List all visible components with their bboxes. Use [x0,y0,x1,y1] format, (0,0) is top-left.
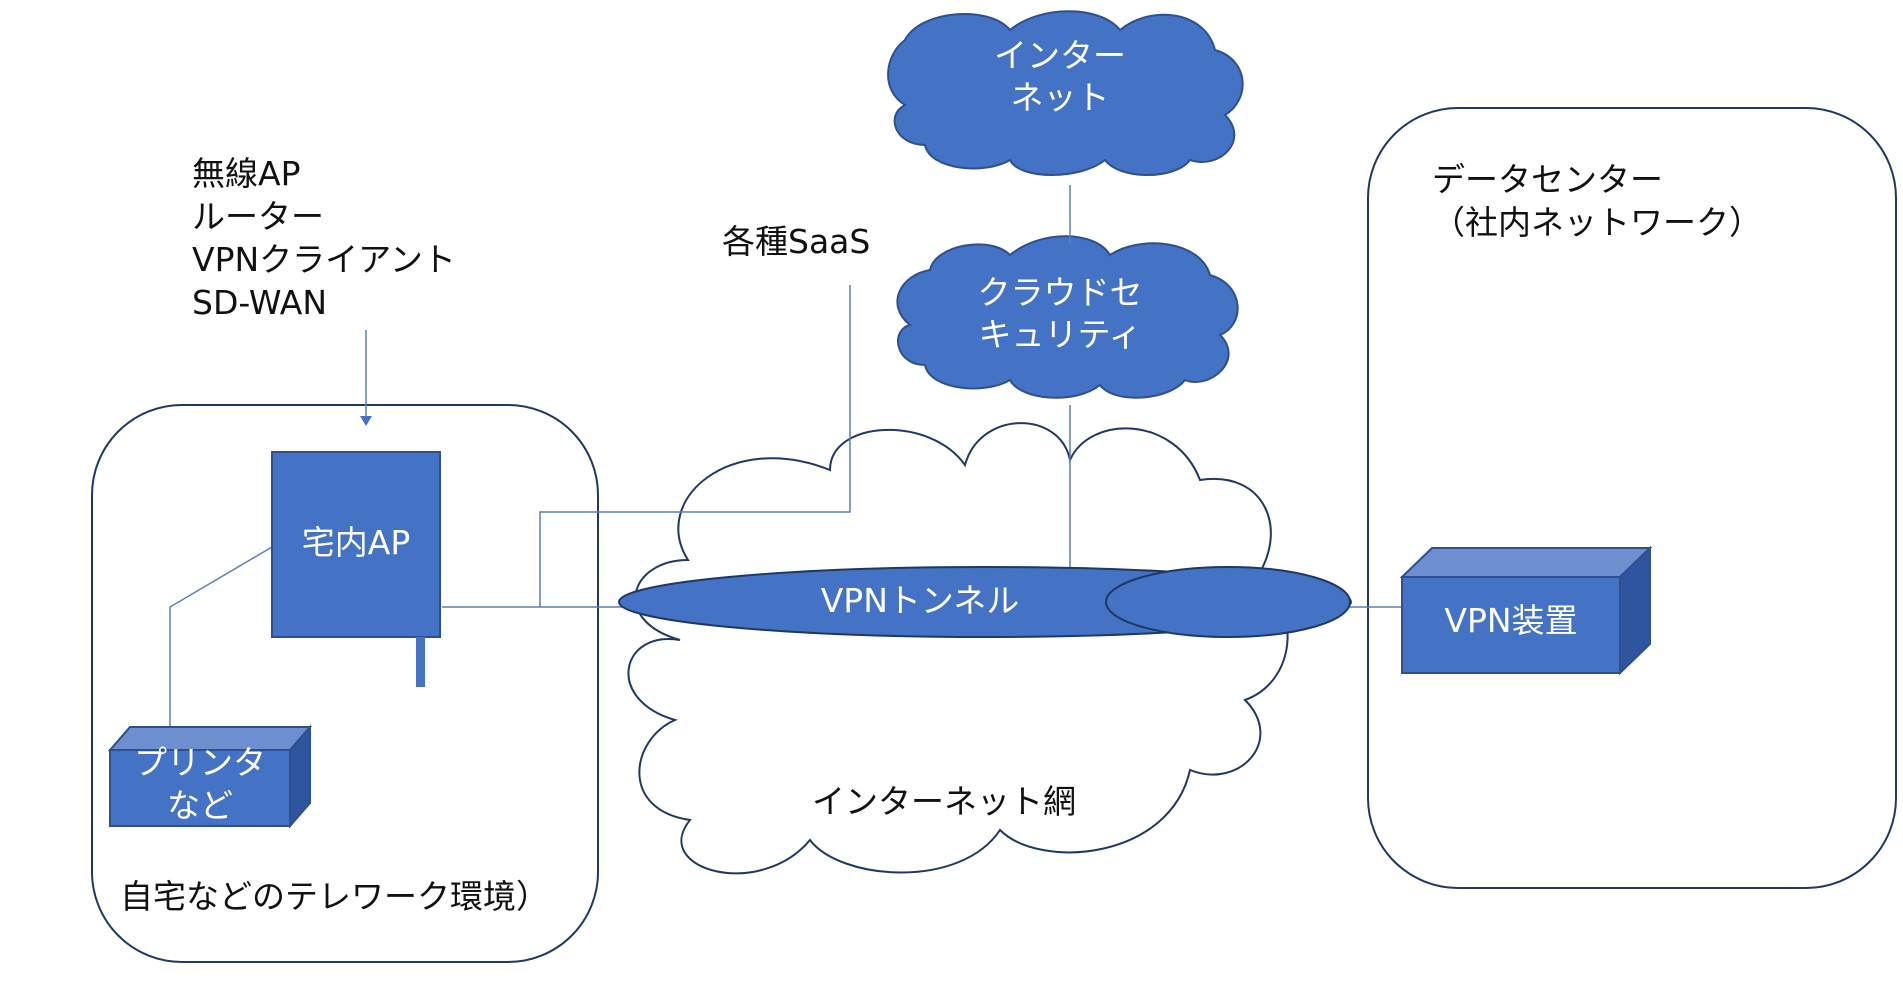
security-cloud-label-2: キュリティ [978,315,1142,354]
annotation-line-1: 無線AP [192,154,301,193]
cloud-security [896,235,1239,399]
vpn-device-label: VPN装置 [1444,601,1578,640]
printer-front [109,749,291,827]
home-caption: 自宅などのテレワーク環境） [120,877,549,916]
internet-cloud-label-2: ネット [1010,78,1110,117]
printer-label-2: など [167,786,233,825]
vpn-device-front [1401,576,1621,674]
annotation-line-2: ルーター [192,197,324,236]
vpn-device-top [1399,547,1653,578]
security-cloud-label-1: クラウドセ [977,273,1143,312]
annotation-arrow-head [360,416,372,426]
datacenter-title-1: データセンター [1432,160,1663,199]
annotation-line-4: SD-WAN [192,283,328,322]
link-ap-printer [169,546,273,727]
connector-lines [169,185,1402,727]
internet-network-label: インターネット網 [812,782,1076,821]
home-ap-label: 宅内AP [301,523,411,562]
internet-cloud [887,10,1244,176]
home-environment-box [91,404,599,963]
vpn-tunnel-end [1105,566,1351,638]
datacenter-title-2: （社内ネットワーク） [1432,203,1762,242]
vpn-tunnel-label: VPNトンネル [820,581,1020,620]
internet-network-cloud [627,422,1289,875]
printer-label-1: プリンタ [134,743,266,782]
internet-cloud-label-1: インター [994,36,1126,75]
datacenter-box [1367,107,1897,889]
home-ap [271,451,441,638]
home-ap-antenna [416,637,425,687]
saas-label: 各種SaaS [722,222,871,261]
link-saas [539,285,851,607]
annotation-line-3: VPNクライアント [192,240,456,279]
